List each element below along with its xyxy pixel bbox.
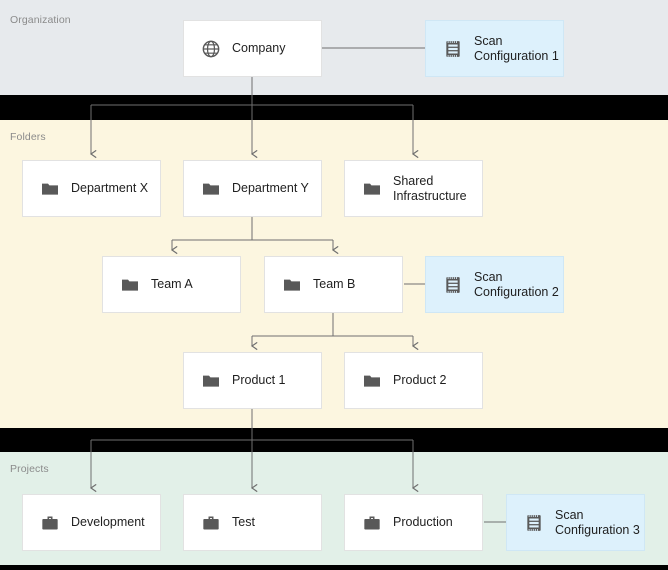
band-label-organization: Organization: [10, 14, 71, 26]
node-development[interactable]: Development: [22, 494, 161, 551]
node-label: Shared Infrastructure: [393, 174, 467, 203]
node-scan-configuration-2[interactable]: Scan Configuration 2: [425, 256, 564, 313]
folder-icon: [284, 279, 300, 291]
node-team-b[interactable]: Team B: [264, 256, 403, 313]
node-label: Test: [232, 515, 255, 530]
node-label: Development: [71, 515, 145, 530]
briefcase-icon: [203, 516, 219, 529]
node-product-2[interactable]: Product 2: [344, 352, 483, 409]
node-label: Company: [232, 41, 286, 56]
folder-icon: [203, 375, 219, 387]
node-test[interactable]: Test: [183, 494, 322, 551]
node-scan-configuration-3[interactable]: Scan Configuration 3: [506, 494, 645, 551]
node-label: Department Y: [232, 181, 309, 196]
folder-icon: [42, 183, 58, 195]
globe-icon: [202, 40, 220, 57]
node-label: Scan Configuration 2: [474, 270, 559, 299]
node-company[interactable]: Company: [183, 20, 322, 77]
folder-icon: [122, 279, 138, 291]
briefcase-icon: [42, 516, 58, 529]
node-label: Product 2: [393, 373, 447, 388]
node-label: Product 1: [232, 373, 286, 388]
node-label: Team A: [151, 277, 193, 292]
briefcase-icon: [364, 516, 380, 529]
node-shared-infrastructure[interactable]: Shared Infrastructure: [344, 160, 483, 217]
node-product-1[interactable]: Product 1: [183, 352, 322, 409]
node-department-x[interactable]: Department X: [22, 160, 161, 217]
scan-config-icon: [446, 40, 460, 57]
node-label: Team B: [313, 277, 356, 292]
band-label-folders: Folders: [10, 131, 46, 143]
folder-icon: [203, 183, 219, 195]
node-department-y[interactable]: Department Y: [183, 160, 322, 217]
node-team-a[interactable]: Team A: [102, 256, 241, 313]
folder-icon: [364, 183, 380, 195]
node-label: Department X: [71, 181, 149, 196]
scan-config-icon: [527, 514, 541, 531]
node-label: Production: [393, 515, 453, 530]
node-label: Scan Configuration 3: [555, 508, 640, 537]
band-label-projects: Projects: [10, 463, 49, 475]
scan-config-icon: [446, 276, 460, 293]
node-scan-configuration-1[interactable]: Scan Configuration 1: [425, 20, 564, 77]
node-production[interactable]: Production: [344, 494, 483, 551]
node-label: Scan Configuration 1: [474, 34, 559, 63]
folder-icon: [364, 375, 380, 387]
